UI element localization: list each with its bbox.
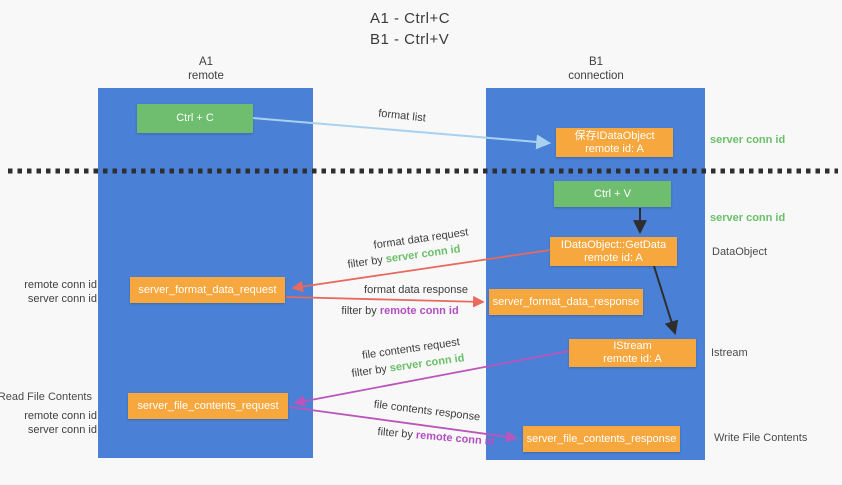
server-conn-id-right-label-2: server conn id [710,212,786,224]
idataobject-getdata-box: IDataObject::GetData remote id: A [550,237,677,266]
server-format-data-request-box: server_format_data_request [130,277,285,303]
ctrl-v-box: Ctrl + V [554,181,671,207]
title-line-1: A1 - Ctrl+C [370,10,451,27]
server-file-contents-response-label: server_file_contents_response [526,432,677,445]
server-format-data-request-label: server_format_data_request [138,283,277,296]
title-line-2: B1 - Ctrl+V [370,31,450,48]
server-file-contents-request-box: server_file_contents_request [128,393,288,419]
server-file-contents-request-label: server_file_contents_request [137,399,279,412]
save-idataobject-line2: remote id: A [585,142,644,155]
remote-conn-id-label: remote conn id [24,279,97,291]
istream-line1: IStream [613,340,652,352]
istream-box: IStream remote id: A [569,339,696,367]
lane-a1-subtitle: remote [188,69,224,82]
file-contents-response-label: file contents response [373,398,481,424]
save-idataobject-line1: 保存IDataObject [574,129,655,142]
server-conn-id-label: server conn id [27,423,97,436]
server-format-data-response-label: server_format_data_response [492,295,640,308]
getdata-line1: IDataObject::GetData [560,238,667,251]
server-conn-id-right-label-1: server conn id [710,134,786,146]
filter-by-remote-conn-id-label-1: filter by remote conn id [341,305,458,317]
filter-by-text: filter by [346,254,384,271]
istream-line2: remote id: A [603,353,662,365]
ctrl-c-box: Ctrl + C [137,104,253,133]
ctrl-v-label: Ctrl + V [594,187,631,200]
getdata-line2: remote id: A [584,251,643,264]
write-file-contents-label: Write File Contents [714,432,808,444]
filter-by-remote-conn-id-label-2: filter by remote conn id [377,426,495,448]
dataobject-label: DataObject [712,246,768,258]
diagram-title: A1 - Ctrl+C B1 - Ctrl+V [370,8,450,50]
lane-b1-subtitle: connection [568,69,624,82]
remote-conn-id-key: remote conn id [379,305,459,317]
filter-by-text: filter by [350,363,388,380]
remote-conn-id-key: remote conn id [415,429,495,449]
lane-b1-header: B1 connection [536,56,656,83]
filter-by-text: filter by [341,305,377,317]
ctrl-c-label: Ctrl + C [176,112,214,124]
left-conn-id-group-2: remote conn id server conn id [24,410,97,437]
format-list-label: format list [377,107,427,125]
arrow-format-data-response [285,295,485,308]
filter-by-text: filter by [377,425,414,441]
lane-a1-header: A1 remote [146,56,266,83]
lane-b1-title: B1 [588,56,604,68]
remote-conn-id-label: remote conn id [24,410,97,422]
read-file-contents-label: Read File Contents [0,391,92,403]
lane-a1-title: A1 [198,56,214,68]
server-conn-id-label: server conn id [27,292,97,305]
save-idataobject-box: 保存IDataObject remote id: A [556,128,673,157]
server-format-data-response-box: server_format_data_response [489,289,643,315]
format-data-response-label: format data response [364,284,468,296]
istream-side-label: Istream [711,347,748,359]
left-conn-id-group-1: remote conn id server conn id [24,279,97,306]
server-file-contents-response-box: server_file_contents_response [523,426,680,452]
